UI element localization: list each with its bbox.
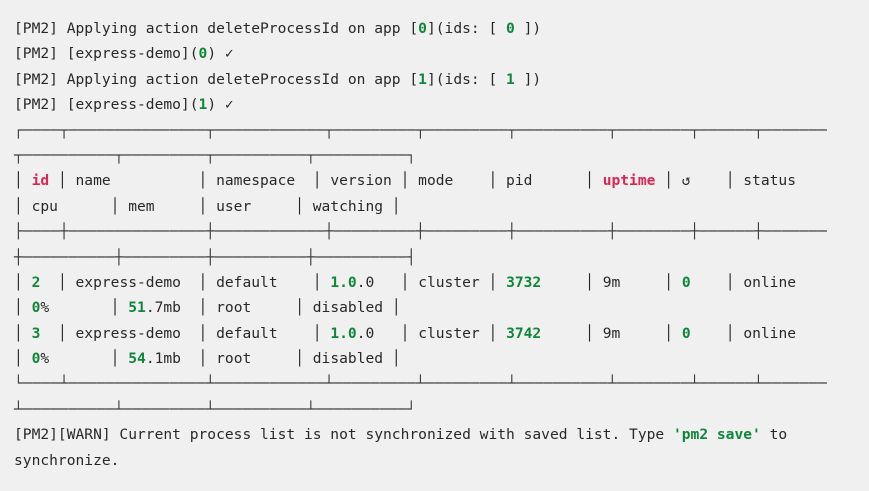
table-header-line-2: │ cpu │ mem │ user │ watching │ [14, 194, 855, 219]
terminal-text: ┬──────────┬─────────┬──────────┬───────… [14, 146, 416, 164]
terminal-text: │ express-demo │ default │ [40, 273, 331, 291]
terminal-text: [PM2] Applying action deleteProcessId on… [14, 20, 419, 37]
table-border-bottom-line-1: └────┴───────────────┴────────────┴─────… [14, 371, 855, 396]
terminal-text: [PM2][WARN] Current process list is not … [14, 426, 673, 444]
terminal-text-red: uptime [602, 172, 656, 190]
terminal-text-green: 0 [681, 273, 691, 291]
terminal-text-green: 1 [506, 70, 515, 88]
terminal-text-green: 0 [198, 45, 208, 63]
terminal-text: .0 │ cluster │ [356, 273, 507, 291]
terminal-text-green: 1.0 [330, 273, 357, 291]
terminal-text: .1mb │ root │ disabled │ [145, 350, 401, 368]
terminal-text: │ 9m │ [541, 273, 682, 291]
table-border-top-line-2: ┬──────────┬─────────┬──────────┬───────… [14, 143, 855, 168]
terminal-text: ](ids: [ [426, 20, 507, 37]
terminal-text-green: 0 [418, 20, 427, 37]
terminal-text-green: 0 [31, 299, 41, 317]
terminal-text: ┌────┬───────────────┬────────────┬─────… [14, 121, 828, 139]
terminal-text: synchronize. [14, 451, 120, 469]
pm2-warn-line: synchronize. [14, 448, 855, 473]
terminal-text: % │ [40, 299, 129, 317]
terminal-text: │ name │ namespace │ version │ mode │ pi… [49, 172, 603, 190]
terminal-text-green: 1 [198, 96, 208, 114]
terminal-text: [PM2] Applying action deleteProcessId on… [14, 70, 419, 88]
terminal-text: ) ✓ [207, 96, 234, 114]
terminal-text: ) ✓ [207, 45, 234, 63]
terminal-text: ]) [514, 20, 542, 37]
terminal-text-green: 54 [128, 350, 146, 368]
pm2-log-line: [PM2] [express-demo](1) ✓ [14, 92, 855, 117]
table-row-line-1: │ 2 │ express-demo │ default │ 1.0.0 │ c… [14, 270, 855, 295]
table-row-line-2: │ 0% │ 54.1mb │ root │ disabled │ [14, 346, 855, 371]
terminal-text: │ online [690, 273, 797, 291]
terminal-text: │ cpu │ mem │ user │ watching │ [14, 197, 401, 215]
terminal-text: to [760, 426, 788, 444]
terminal-text: ]) [514, 70, 542, 88]
terminal-text-red: id [31, 172, 50, 190]
terminal-text: │ ↺ │ status [655, 172, 796, 190]
terminal-text-green: 2 [31, 273, 41, 291]
terminal-text: └────┴───────────────┴────────────┴─────… [14, 375, 828, 393]
table-row-line-1: │ 3 │ express-demo │ default │ 1.0.0 │ c… [14, 321, 855, 346]
terminal-text: % │ [40, 350, 129, 368]
terminal-text-green: 0 [31, 350, 41, 368]
table-header-line-1: │ id │ name │ namespace │ version │ mode… [14, 168, 855, 193]
terminal-text: │ [14, 172, 32, 190]
terminal-text: │ [14, 350, 32, 368]
terminal-text: [PM2] [express-demo]( [14, 45, 199, 63]
terminal-text: ┴──────────┴─────────┴──────────┴───────… [14, 400, 416, 418]
pm2-log-line: [PM2] [express-demo](0) ✓ [14, 41, 855, 66]
terminal-text-green: 1 [418, 70, 427, 88]
terminal-text: │ [14, 324, 32, 342]
terminal-text: .7mb │ root │ disabled │ [145, 299, 401, 317]
terminal-text-green: 3 [31, 324, 41, 342]
terminal-text-green: 0 [506, 20, 515, 37]
table-border-top-line-1: ┌────┬───────────────┬────────────┬─────… [14, 118, 855, 143]
terminal-text: │ [14, 299, 32, 317]
terminal-text-green: 3732 [506, 273, 542, 291]
terminal-text-green: 51 [128, 299, 146, 317]
terminal-text: │ online [690, 324, 797, 342]
pm2-log-line: [PM2] Applying action deleteProcessId on… [14, 67, 855, 92]
terminal-text: ](ids: [ [426, 70, 507, 88]
terminal-text-green: 'pm2 save' [672, 426, 761, 444]
table-border-bottom-line-2: ┴──────────┴─────────┴──────────┴───────… [14, 397, 855, 422]
terminal-text: .0 │ cluster │ [356, 324, 507, 342]
terminal-text: [PM2] [express-demo]( [14, 96, 199, 114]
terminal-text-green: 0 [681, 324, 691, 342]
terminal-text: │ 9m │ [541, 324, 682, 342]
terminal-text: ┼──────────┼─────────┼──────────┼───────… [14, 248, 416, 266]
pm2-warn-line: [PM2][WARN] Current process list is not … [14, 422, 855, 447]
table-separator-line-2: ┼──────────┼─────────┼──────────┼───────… [14, 245, 855, 270]
terminal-text: │ express-demo │ default │ [40, 324, 331, 342]
pm2-log-line: [PM2] Applying action deleteProcessId on… [14, 16, 855, 41]
terminal-text: │ [14, 273, 32, 291]
table-row-line-2: │ 0% │ 51.7mb │ root │ disabled │ [14, 295, 855, 320]
terminal-text: ├────┼───────────────┼────────────┼─────… [14, 223, 828, 241]
terminal-text-green: 1.0 [330, 324, 357, 342]
terminal-text-green: 3742 [506, 324, 542, 342]
table-separator-line-1: ├────┼───────────────┼────────────┼─────… [14, 219, 855, 244]
